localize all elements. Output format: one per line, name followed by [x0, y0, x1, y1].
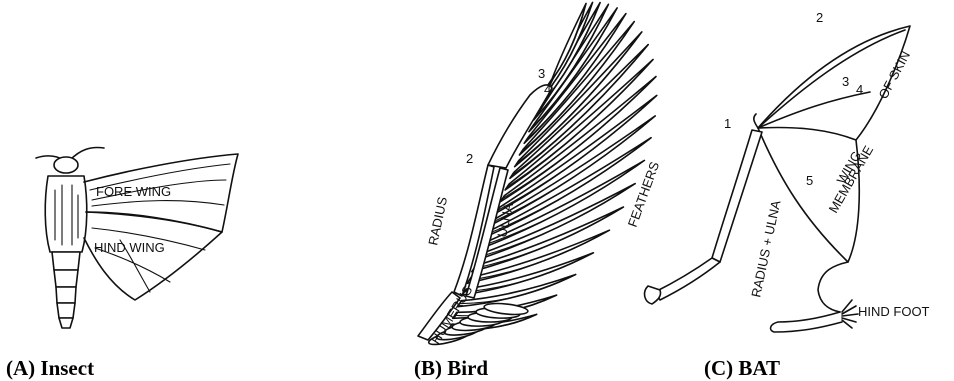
bat-digit-5: 5	[806, 173, 813, 188]
caption-insect: (A) Insect	[6, 356, 94, 380]
insect-abdomen-tip	[59, 318, 73, 328]
insect-hind-wing-veins	[92, 228, 205, 292]
fore-wing-label: FORE WING	[96, 184, 171, 199]
bat-digit-4: 4	[856, 82, 863, 97]
radius-label: RADIUS	[425, 195, 450, 246]
caption-bird: (B) Bird	[414, 356, 488, 380]
bat-digit-4-bone	[758, 128, 856, 141]
insect-abdomen-segment	[56, 287, 76, 303]
radius-ulna-label: RADIUS + ULNA	[748, 199, 783, 299]
hind-wing-label: HIND WING	[94, 240, 165, 255]
insect-abdomen-segment	[54, 270, 78, 287]
hind-foot-label: HIND FOOT	[858, 304, 930, 319]
bat-hind-leg	[771, 312, 842, 332]
bird-digit-2: 2	[466, 151, 473, 166]
bat-figure: RADIUS + ULNA WING MEMBRANE OF SKIN HIND…	[645, 10, 930, 332]
bat-digit-3: 3	[842, 74, 849, 89]
of-skin-label: OF SKIN	[875, 48, 913, 101]
bat-humerus-bone	[655, 258, 720, 300]
bat-shoulder-joint	[645, 286, 661, 304]
bird-digit-3: 3	[538, 66, 545, 81]
bird-figure: HUMERUS RADIUS ULNA FEATHERS 2 3 4	[418, 2, 662, 347]
bat-thumb	[754, 114, 758, 128]
bat-radius-ulna-bone	[712, 130, 762, 262]
bat-digit-2: 2	[816, 10, 823, 25]
insect-head	[54, 157, 78, 173]
bat-digit-1: 1	[724, 116, 731, 131]
bird-digit-4: 4	[544, 82, 551, 97]
bat-hind-foot-claws	[842, 300, 858, 328]
insect-abdomen-segment	[52, 252, 80, 270]
insect-antenna-right	[70, 148, 104, 161]
bat-membrane-outline	[758, 26, 910, 312]
caption-bat: (C) BAT	[704, 356, 780, 380]
insect-thorax	[45, 176, 87, 252]
insect-hind-wing	[84, 212, 222, 300]
insect-abdomen-segment	[57, 303, 75, 318]
insect-figure: FORE WING HIND WING	[36, 148, 238, 329]
